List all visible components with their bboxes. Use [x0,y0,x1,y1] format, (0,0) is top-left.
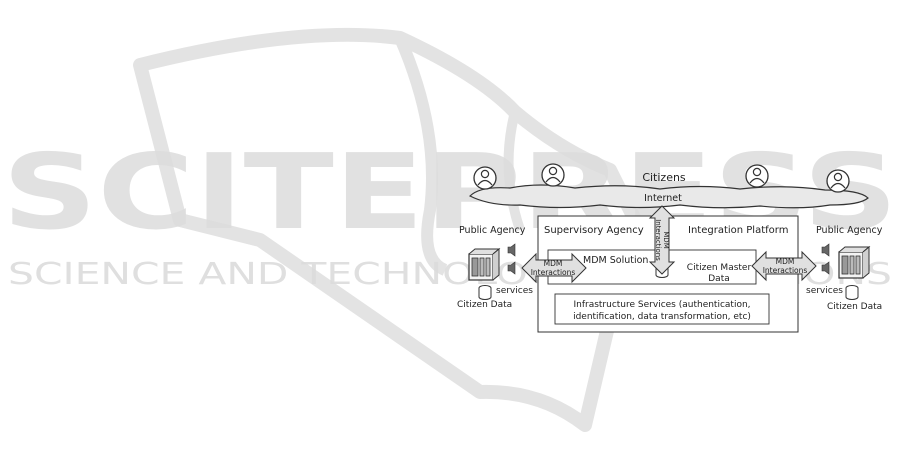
mdm-interactions-left-label-2: Interactions [531,268,576,277]
internet-label: Internet [644,193,682,204]
public-agency-right-server-icon [838,246,870,279]
citizen-master-data-label-2: Data [708,274,730,284]
infrastructure-services-label-2: identification, data transformation, etc… [573,312,751,322]
public-agency-left-server-icon [468,248,500,281]
public-agency-right-label: Public Agency [816,225,883,236]
citizen-person-icon [826,169,850,193]
services-left-label: services [496,286,533,296]
mdm-interactions-vertical-label: MDM [662,231,670,248]
citizen-data-left-database-icon [478,285,492,300]
infrastructure-services-label: Infrastructure Services (authentication, [573,300,750,310]
citizen-data-right-label: Citizen Data [827,302,882,312]
integration-platform-label: Integration Platform [688,225,788,236]
citizen-data-right-database-icon [845,285,859,300]
mdm-solution-label: MDM Solution [583,255,648,266]
watermark-book-icon [133,27,652,432]
services-right-label: services [806,286,843,296]
citizen-data-left-label: Citizen Data [457,300,512,310]
citizens-label: Citizens [642,171,686,184]
mdm-interactions-right-label-2: Interactions [763,266,808,275]
citizen-person-icon [541,163,565,187]
mdm-interactions-vertical-label-2: Interactions [654,219,662,261]
citizen-person-icon [745,164,769,188]
mdm-interactions-vertical-arrow [648,205,676,275]
mdm-interactions-left-label: MDM [544,259,563,268]
mdm-interactions-left-arrow [521,252,587,284]
public-agency-left-label: Public Agency [459,225,526,236]
supervisory-agency-label: Supervisory Agency [544,225,644,236]
infrastructure-services-box [554,293,770,325]
citizen-person-icon [473,166,497,190]
mdm-interactions-right-label: MDM [776,257,795,266]
mdm-interactions-right-arrow [751,250,817,282]
citizen-master-data-label: Citizen Master [687,263,752,273]
internet-cloud [468,184,869,209]
